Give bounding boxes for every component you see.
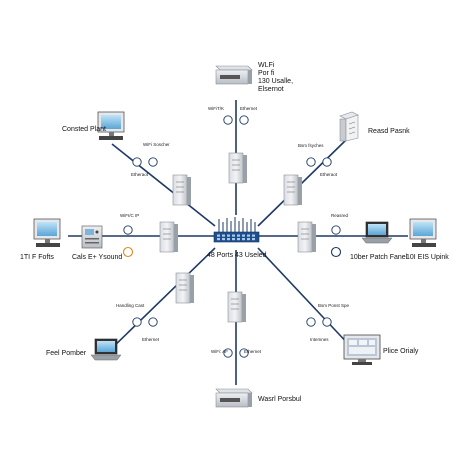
switch-tower-top — [228, 152, 247, 184]
wifi-loop-icon — [132, 157, 142, 167]
upper-left-device-label: Consted Plant — [62, 126, 106, 133]
lower-right-display-icon — [343, 334, 381, 365]
upper-right-link-top-label: Bsm fsyches — [298, 143, 324, 148]
lower-right-device-label: Plice Orialy — [383, 348, 419, 355]
lower-right-link-bottom-label: Intemnes — [310, 337, 329, 342]
line-lower-left — [107, 247, 216, 353]
switch-tower-upper-left — [172, 174, 191, 206]
upper-left-link-top-label: WiFi Soscher — [143, 142, 170, 147]
wifi-loop-icon — [331, 225, 341, 235]
top-device-label: WLFi Por fi 130 Usalle, Elsernot — [258, 62, 294, 94]
wifi-loop-icon — [148, 157, 158, 167]
bottom-link-ethernet-label: Ethernet — [244, 349, 262, 354]
bottom-device-label: Wasrl Porsbul — [258, 396, 302, 403]
center-switch-label: 48 Ports 43 Useled — [207, 252, 267, 259]
left-pc-label: 1TI F Fofts — [20, 254, 54, 261]
wifi-loop-icon — [239, 348, 249, 358]
right-pc-label: 10ber Patch Fanel — [350, 254, 408, 261]
upper-left-link-bottom-label: Etheraot — [131, 172, 149, 177]
switch-tower-left — [159, 221, 178, 253]
ethernet-port-icon — [122, 246, 134, 258]
upper-right-link-bottom-label: Etheraot — [320, 172, 338, 177]
lower-left-device-label: Feel Pomber — [46, 350, 87, 357]
lower-left-link-bottom-label: Ethernet — [142, 337, 160, 342]
lower-left-laptop-icon — [90, 338, 122, 361]
lower-right-link-top-label: Bsm Ponst Spe — [318, 303, 350, 308]
center-switch-icon — [213, 217, 260, 243]
line-lower-right — [257, 247, 353, 349]
right-laptop-icon — [361, 221, 393, 244]
wifi-loop-icon — [123, 225, 133, 235]
left-device-label: Cals E+ Ysound — [72, 254, 123, 261]
right-link-label: Reasred — [331, 213, 349, 218]
wifi-loop-icon — [132, 317, 142, 327]
left-pc-monitor-icon — [33, 218, 61, 247]
wifi-nodes — [123, 115, 341, 358]
wifi-loop-icon — [223, 115, 233, 125]
top-link-wifi-label: WiFiT/K — [208, 106, 224, 111]
bottom-rack-router-icon — [215, 388, 253, 408]
line-upper-left — [111, 143, 216, 227]
switch-tower-right — [297, 221, 316, 253]
switch-tower-upper-right — [283, 174, 302, 206]
switch-tower-lower-left — [175, 272, 194, 304]
left-link-label: WiFI/C IP — [120, 213, 140, 218]
bottom-link-wifi-label: WiFi: AF — [211, 349, 228, 354]
wifi-loop-icon — [322, 317, 332, 327]
right-far-pc-label: 10I EIS Upink — [406, 254, 449, 261]
lower-left-link-top-label: Handling Cast — [116, 303, 145, 308]
wifi-loop-icon — [306, 317, 316, 327]
upper-right-device-label: Reasd Pasnk — [368, 128, 410, 135]
wifi-loop-icon — [322, 157, 332, 167]
right-far-pc-monitor-icon — [409, 218, 437, 247]
wifi-loop-icon — [148, 317, 158, 327]
control-panel-icon — [81, 225, 103, 249]
server-cabinet-icon — [339, 111, 359, 142]
wifi-loop-icon — [223, 348, 233, 358]
wifi-loop-icon — [239, 115, 249, 125]
tower-switches — [159, 152, 316, 323]
switch-tower-bottom — [227, 291, 246, 323]
top-rack-router-icon — [215, 65, 253, 85]
workstation-monitor-icon — [97, 111, 125, 140]
wifi-loop-icon — [306, 157, 316, 167]
ethernet-port-icon — [330, 246, 342, 258]
top-link-ethernet-label: Ethernet — [240, 106, 258, 111]
